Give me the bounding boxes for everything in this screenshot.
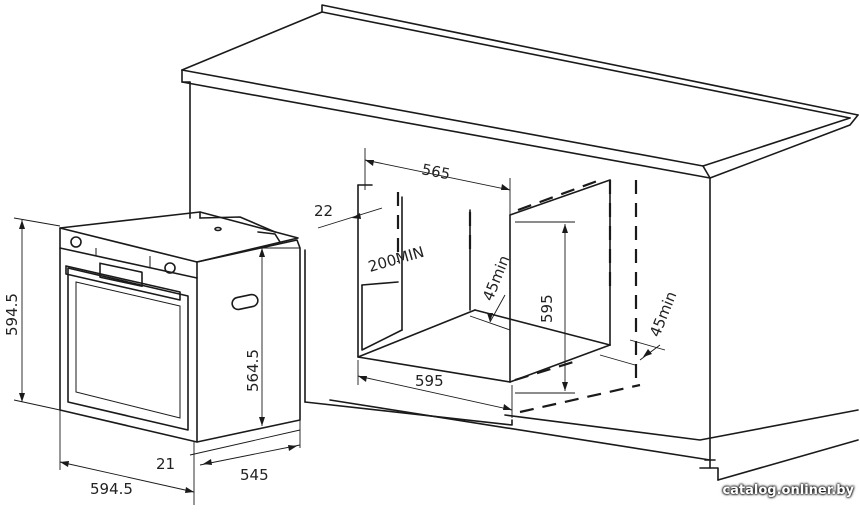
dim-niche-width: 595: [415, 372, 444, 390]
dim-oven-height: 594.5: [3, 293, 21, 336]
cabinet: [181, 4, 859, 481]
dim-body-depth: 545: [240, 466, 269, 484]
dim-min-gap-below: 200MIN: [366, 243, 426, 276]
oven: [59, 211, 301, 443]
knob-right-icon: [164, 262, 176, 274]
dim-back-gap-left: 45min: [479, 253, 513, 304]
niche-dimensions: [317, 148, 666, 418]
dim-niche-depth: 565: [420, 160, 452, 183]
dim-oven-width: 594.5: [90, 480, 133, 498]
dim-front-depth: 21: [156, 455, 175, 473]
watermark: catalog.onliner.by: [722, 483, 854, 498]
niche: [357, 178, 641, 414]
oven-dimensions: [13, 217, 301, 505]
dim-body-height: 564.5: [244, 349, 262, 392]
dim-niche-height: 595: [538, 294, 556, 323]
dim-back-gap-right: 45min: [646, 289, 680, 340]
dim-top-offset: 22: [314, 202, 333, 220]
knob-left-icon: [70, 236, 82, 248]
